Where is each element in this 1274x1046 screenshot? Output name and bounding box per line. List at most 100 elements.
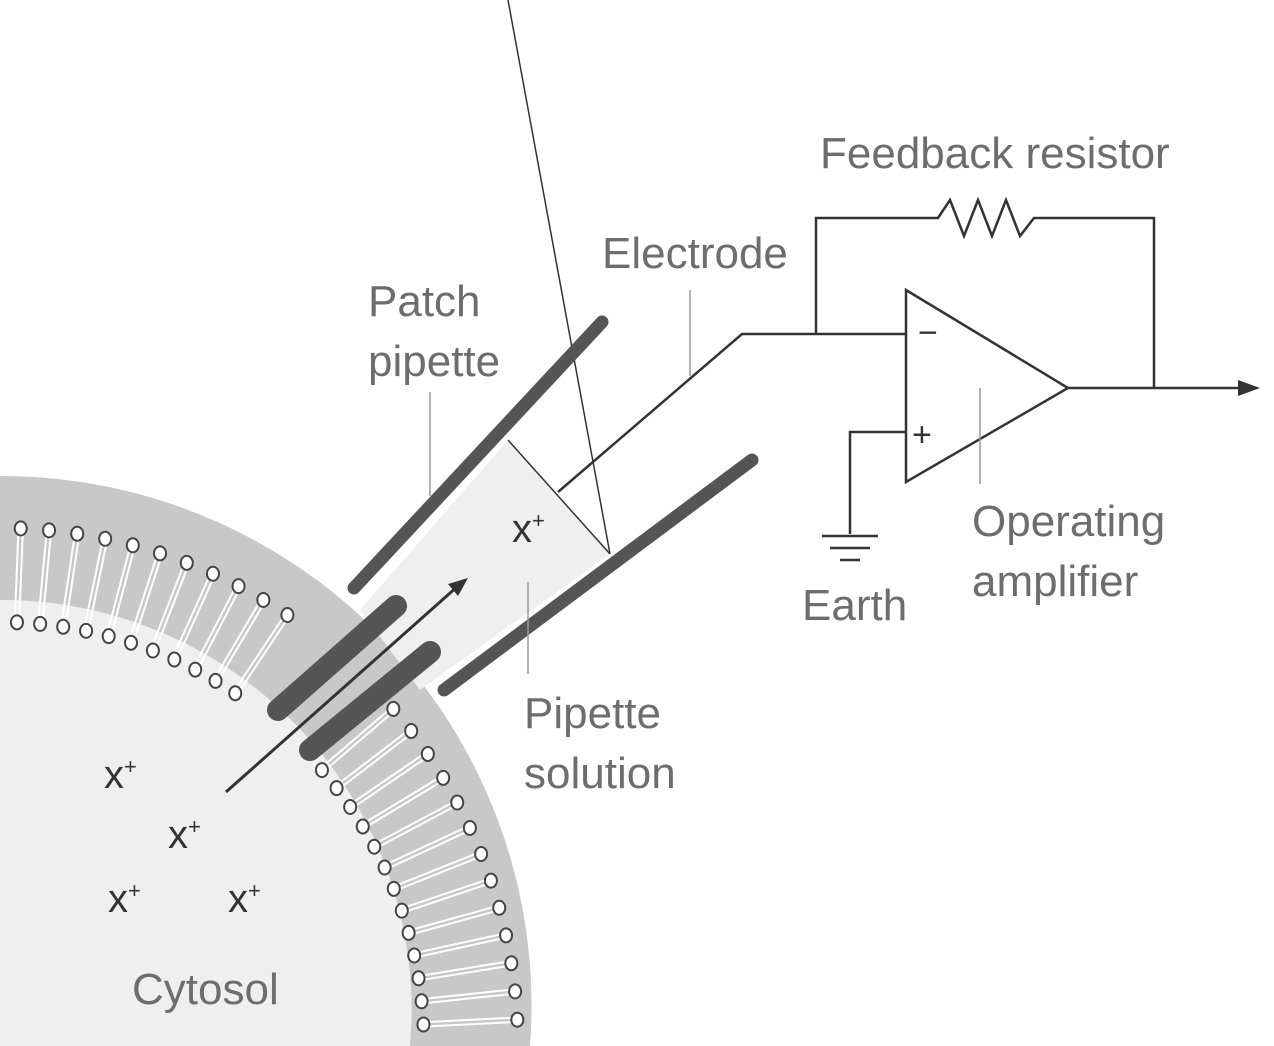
lipid-tail xyxy=(18,528,24,623)
lipid-head xyxy=(474,846,489,863)
ion-flow-arrowhead xyxy=(448,578,468,596)
lipid-head xyxy=(205,565,220,582)
lipid-tail xyxy=(363,778,445,830)
lipid-tail xyxy=(105,544,132,636)
lipid-head xyxy=(208,672,223,689)
label-patch-pipette-2: pipette xyxy=(368,337,500,386)
pipette-wall-upper xyxy=(347,315,609,595)
lipid-head xyxy=(407,947,422,964)
lipid-tail xyxy=(402,881,492,914)
pipette-wall-lower xyxy=(437,453,759,697)
lipid-head xyxy=(343,798,358,815)
lipid-head xyxy=(145,642,160,659)
lipid-tail xyxy=(423,1016,518,1024)
lipid-tail xyxy=(82,538,104,631)
label-pipette-solution-1: Pipette xyxy=(524,689,661,738)
lipid-tail xyxy=(350,754,430,810)
lipid-tail xyxy=(408,908,501,936)
lipid-tail xyxy=(41,530,53,625)
lipid-tail xyxy=(132,553,164,644)
feedback-wire xyxy=(814,196,1156,388)
lipid-tail xyxy=(36,530,48,624)
lipid-head xyxy=(13,520,28,537)
lipid-tail xyxy=(109,545,136,637)
lipid-tail xyxy=(374,803,459,850)
ion-pipette: x+ xyxy=(512,507,545,551)
lipid-head xyxy=(98,530,113,547)
lipid-tail xyxy=(418,960,512,978)
lipid-tail xyxy=(421,988,515,1001)
lipid-head xyxy=(231,578,246,595)
label-earth: Earth xyxy=(802,581,907,630)
lipid-tail xyxy=(414,936,507,959)
lipid-tail xyxy=(407,904,499,932)
lipid-head xyxy=(314,762,329,779)
lipid-head xyxy=(153,545,168,562)
lipid-head xyxy=(256,591,271,608)
ion-cytosol-3: x+ xyxy=(108,877,141,921)
lipid-tail xyxy=(394,855,483,892)
lipid-head xyxy=(420,745,435,762)
lipid-tail xyxy=(385,829,472,871)
ion-flow-arrow xyxy=(225,584,459,794)
lipid-tail xyxy=(392,851,481,888)
pipette-tip-lower xyxy=(299,641,441,761)
label-electrode: Electrode xyxy=(602,229,788,278)
lipid-head xyxy=(33,615,48,632)
lipid-tail xyxy=(423,1020,518,1028)
lipid-head xyxy=(499,927,514,944)
lipid-head xyxy=(188,661,203,678)
label-patch-pipette-1: Patch xyxy=(368,277,481,326)
ground-icon xyxy=(822,534,878,562)
lipid-head xyxy=(355,818,370,835)
lipid-tail xyxy=(127,552,159,643)
lipid-head xyxy=(401,924,416,941)
lipid-tail xyxy=(216,600,267,683)
lipid-tail xyxy=(175,574,216,661)
lipid-head xyxy=(450,794,465,811)
lipid-head xyxy=(462,819,477,836)
amp-plus-sign: + xyxy=(912,416,932,454)
operational-amplifier xyxy=(904,287,1071,485)
lipid-tail xyxy=(400,877,491,910)
lipid-tail xyxy=(236,615,291,696)
lipid-tail xyxy=(413,932,506,955)
cell-membrane xyxy=(0,475,532,1046)
lipid-head xyxy=(167,651,182,668)
lipid-bilayer xyxy=(9,520,525,1033)
lipid-head xyxy=(483,872,498,889)
lipid-head xyxy=(367,838,382,855)
lipid-head xyxy=(9,614,24,631)
lipid-head xyxy=(56,618,71,635)
lipid-head xyxy=(394,902,409,919)
lipid-tail xyxy=(64,533,81,628)
pipette-tip-upper xyxy=(267,595,407,721)
lipid-head xyxy=(70,525,85,542)
label-cytosol: Cytosol xyxy=(132,965,279,1014)
lipid-tail xyxy=(383,825,470,867)
lipid-tail xyxy=(319,706,393,770)
lipid-tail xyxy=(192,584,238,670)
label-feedback-resistor: Feedback resistor xyxy=(820,129,1170,178)
lipid-head xyxy=(228,685,243,702)
lipid-head xyxy=(411,970,426,987)
label-pipette-solution-2: solution xyxy=(524,749,676,798)
pipette-solution-boundary-line xyxy=(507,439,611,555)
lipid-head xyxy=(414,993,429,1010)
lipid-head xyxy=(416,1016,431,1033)
lipid-tail xyxy=(196,586,242,672)
pipette-solution-region xyxy=(360,440,610,690)
lipid-head xyxy=(101,628,116,645)
electrode-wire xyxy=(557,332,906,493)
lipid-head xyxy=(404,722,419,739)
lipid-tail xyxy=(361,775,443,826)
output-arrowhead xyxy=(1238,380,1260,396)
amp-minus-sign: − xyxy=(918,314,938,352)
lipid-head xyxy=(508,983,523,1000)
lipid-tail xyxy=(171,572,212,659)
lipid-tail xyxy=(372,799,457,846)
earth-wire xyxy=(848,430,906,534)
ion-cytosol-1: x+ xyxy=(104,753,137,797)
lipid-head xyxy=(510,1011,525,1028)
lipid-tail xyxy=(418,964,512,982)
